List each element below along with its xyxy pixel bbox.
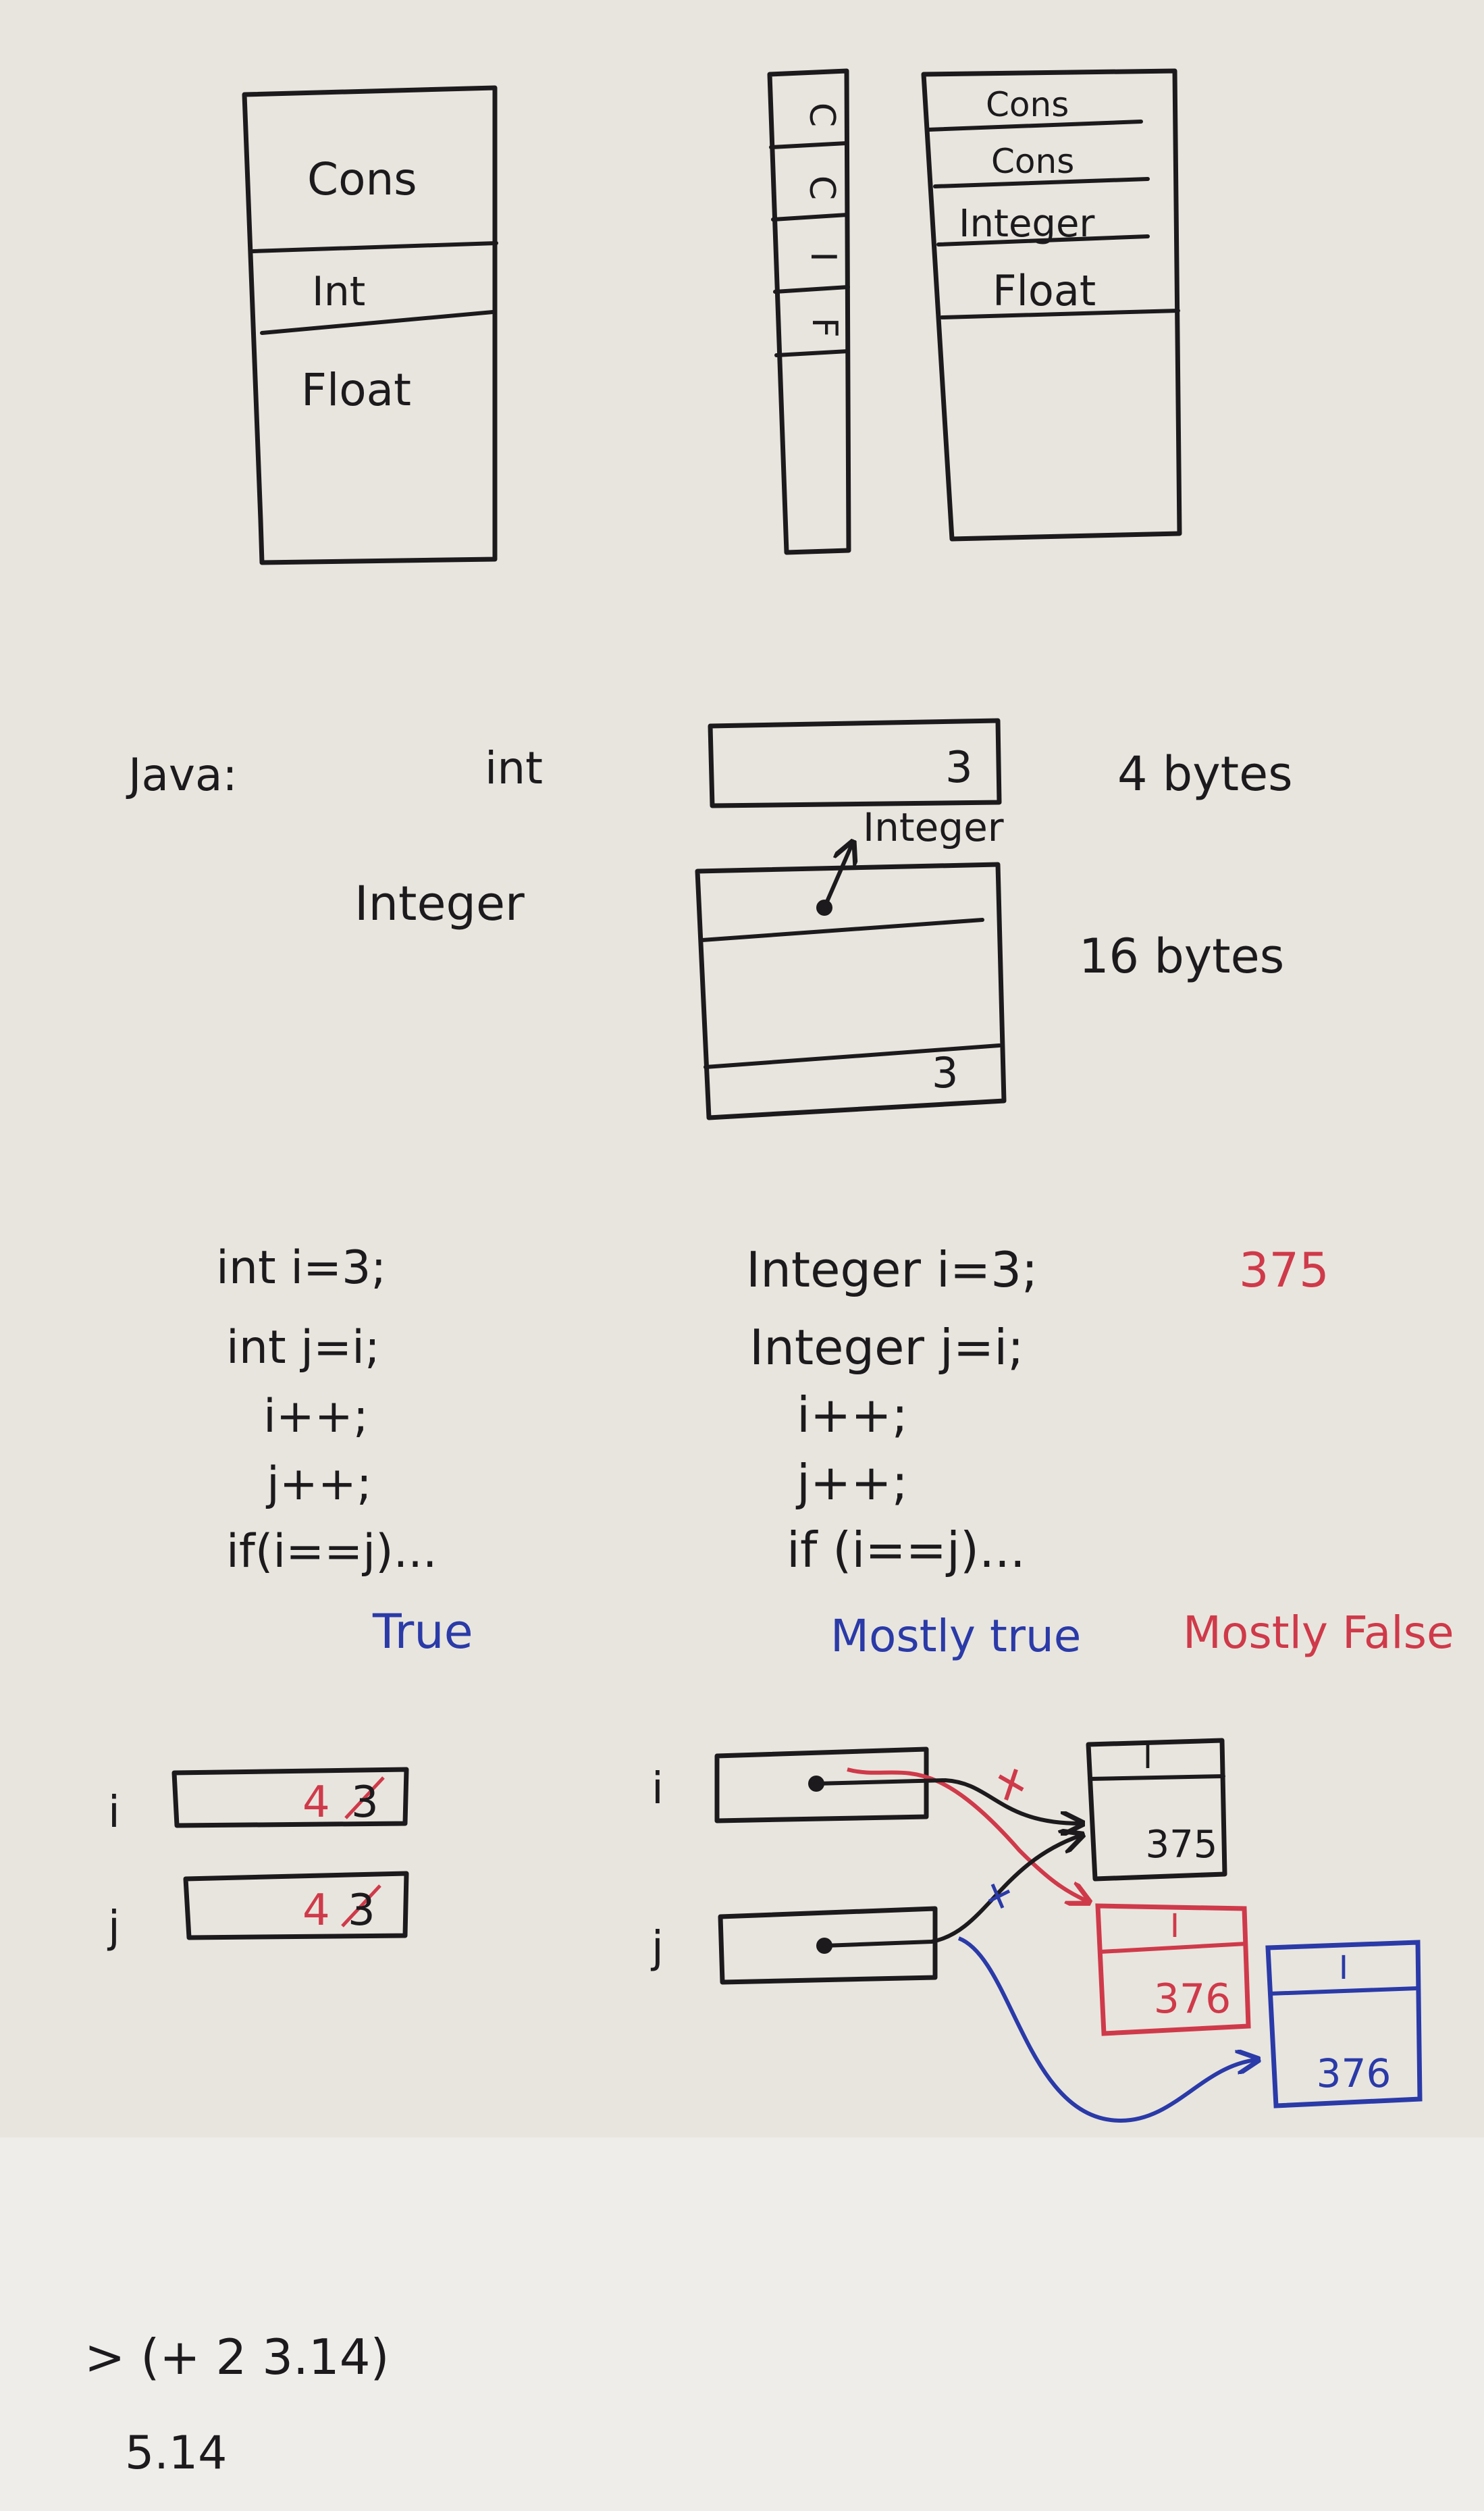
integer-object-375: I 375 — [1086, 1738, 1227, 1882]
code-line: Integer j=i; — [749, 1319, 1024, 1376]
int-box — [708, 718, 1002, 808]
result-true: True — [372, 1604, 473, 1659]
code-line: if(i==j)... — [226, 1525, 437, 1578]
ref-i-box — [714, 1746, 929, 1823]
code-line: int j=i; — [226, 1321, 380, 1374]
code-boxed: Integer i=3; Integer j=i; i++; j++; if (… — [746, 1241, 1038, 1578]
cell-cons: Cons — [307, 153, 417, 205]
var-j-new: 4 — [302, 1886, 330, 1936]
j-new-pointer-arrow — [957, 1936, 1256, 2123]
cell-int: Int — [312, 268, 365, 315]
java-title: Java: — [126, 749, 238, 801]
code-primitive: int i=3; int j=i; i++; j++; if(i==j)... — [216, 1241, 437, 1578]
tagged-layout-box: Cons Int Float — [242, 85, 498, 565]
integer-size: 16 bytes — [1079, 929, 1284, 984]
code-line: Integer i=3; — [746, 1241, 1038, 1298]
object-value: 375 — [1146, 1823, 1218, 1867]
tag-f: F — [804, 317, 845, 338]
code-line: if (i==j)... — [787, 1522, 1026, 1578]
integer-value: 3 — [932, 1048, 958, 1097]
cross-out-mark — [988, 1884, 1011, 1909]
object-value: 376 — [1154, 1975, 1231, 2023]
integer-object-376-blue: I 376 — [1265, 1940, 1423, 2108]
tag-i: I — [803, 251, 843, 261]
ref-i-label: i — [652, 1764, 664, 1814]
strike-mark — [344, 1776, 385, 1819]
cell-integer: Integer — [959, 202, 1095, 246]
object-value: 376 — [1317, 2050, 1392, 2096]
repl-output: 5.14 — [125, 2427, 227, 2480]
cell-float: Float — [992, 266, 1096, 315]
cross-out-mark — [998, 1769, 1024, 1801]
header-pointer-label: Integer — [863, 804, 1004, 850]
strike-mark — [341, 1884, 381, 1927]
var-i-new: 4 — [302, 1778, 330, 1828]
ref-j-label: j — [650, 1923, 664, 1973]
var-i-label: i — [108, 1788, 120, 1838]
cell-cons-1: Cons — [986, 85, 1069, 124]
tag-column: C C I F — [767, 68, 851, 555]
note-375: 375 — [1239, 1243, 1329, 1298]
integer-label: Integer — [354, 876, 525, 931]
integer-object-box — [695, 862, 1007, 1120]
cell-cons-2: Cons — [991, 142, 1074, 181]
result-mostly-true: Mostly true — [830, 1610, 1081, 1662]
int-size: 4 bytes — [1117, 746, 1293, 802]
code-line: i++; — [797, 1387, 908, 1443]
var-j-box — [183, 1871, 409, 1940]
i-old-pointer-arrow — [814, 1778, 1080, 1823]
tag-c1: C — [801, 103, 842, 127]
typed-layout-box: Cons Cons Integer Float — [921, 68, 1182, 542]
var-j-old: 3 — [348, 1886, 375, 1936]
var-i-old: 3 — [351, 1778, 379, 1828]
object-tag: I — [1170, 1907, 1180, 1945]
i-new-pointer-arrow — [847, 1767, 1087, 1901]
paper-edge — [0, 2138, 1484, 2511]
integer-object-376-red: I 376 — [1095, 1903, 1251, 2036]
code-line: int i=3; — [216, 1241, 386, 1295]
object-tag: I — [1143, 1738, 1152, 1776]
cell-float: Float — [301, 364, 411, 416]
tag-c2: C — [801, 176, 842, 200]
int-label: int — [485, 742, 543, 794]
header-pointer-arrow — [822, 844, 852, 910]
code-line: i++; — [263, 1390, 369, 1443]
ref-j-box — [718, 1906, 938, 1985]
code-line: j++; — [265, 1457, 372, 1511]
var-i-box — [171, 1767, 409, 1828]
var-j-label: j — [107, 1902, 120, 1952]
result-mostly-false: Mostly False — [1183, 1607, 1454, 1659]
repl-input: > (+ 2 3.14) — [84, 2329, 390, 2385]
code-line: j++; — [795, 1454, 908, 1511]
int-value: 3 — [945, 743, 973, 793]
object-tag: I — [1339, 1949, 1348, 1987]
